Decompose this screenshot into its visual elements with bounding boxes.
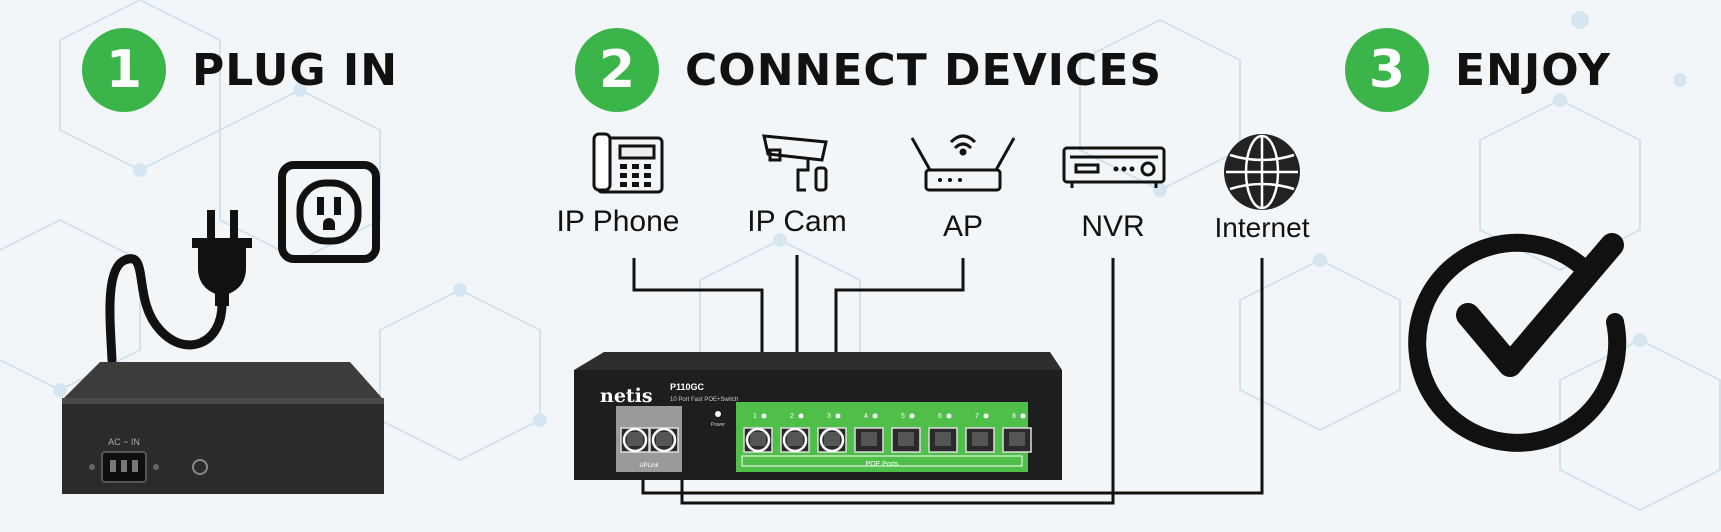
device-label-ip-cam: IP Cam: [747, 205, 847, 238]
power-unit-label: AC ~ IN: [108, 437, 140, 447]
poe-port-number: 2: [790, 413, 794, 420]
power-plug-icon: [192, 210, 252, 306]
connected-indicator-port-1: [745, 427, 771, 453]
power-cable: [105, 254, 227, 365]
uplink-label: UPLink: [639, 463, 659, 469]
connected-indicator-uplink-1: [622, 427, 648, 453]
ip-camera-icon: [762, 134, 828, 192]
poe-port-2: [780, 427, 810, 453]
poe-port-number: 8: [1012, 413, 1016, 420]
power-led-label: Power: [711, 422, 726, 428]
poe-switch-device: netis P110GC 10 Port Fast POE+Switch UPL…: [574, 352, 1062, 480]
device-label-nvr: NVR: [1081, 210, 1145, 243]
step-2-number-badge: 2: [575, 28, 659, 112]
poe-port-7: [965, 427, 995, 453]
poe-ports-label: POE Ports: [865, 461, 899, 468]
switch-model-label: P110GC: [670, 382, 705, 392]
poe-port-number: 1: [753, 413, 757, 420]
device-label-internet: Internet: [1214, 212, 1310, 243]
step-3-title: ENJOY: [1455, 44, 1611, 96]
step-3-header: 3 ENJOY: [1345, 28, 1611, 112]
step-1-header: 1 PLUG IN: [82, 28, 398, 112]
port-led-icon: [761, 413, 767, 419]
poe-port-5: [891, 427, 921, 453]
poe-port-4: [854, 427, 884, 453]
ground-screw-icon: [192, 459, 208, 475]
poe-port-number: 7: [975, 413, 979, 420]
connected-indicator-uplink-2: [651, 427, 677, 453]
port-led-icon: [909, 413, 915, 419]
access-point-icon: [910, 134, 1016, 192]
step-2-title: CONNECT DEVICES: [685, 44, 1163, 96]
port-led-icon: [1020, 413, 1026, 419]
poe-port-3: [817, 427, 847, 453]
step-1-title: PLUG IN: [192, 44, 399, 96]
step-3-number-badge: 3: [1345, 28, 1429, 112]
poe-port-number: 3: [827, 413, 831, 420]
power-unit-device: AC ~ IN: [62, 362, 384, 494]
poe-port-number: 5: [901, 413, 905, 420]
step-1-number-badge: 1: [82, 28, 166, 112]
device-label-ap: AP: [942, 210, 984, 243]
poe-port-number: 6: [938, 413, 942, 420]
power-led-icon: [715, 411, 721, 417]
switch-subtitle-label: 10 Port Fast POE+Switch: [670, 397, 738, 403]
port-led-icon: [946, 413, 952, 419]
port-led-icon: [798, 413, 804, 419]
connected-indicator-port-2: [782, 427, 808, 453]
step-2-header: 2 CONNECT DEVICES: [575, 28, 1162, 112]
poe-port-number: 4: [864, 413, 868, 420]
globe-icon: [1224, 134, 1300, 210]
poe-port-6: [928, 427, 958, 453]
switch-brand-logo: netis: [600, 385, 653, 407]
nvr-icon: [1062, 146, 1166, 188]
connected-indicator-port-3: [819, 427, 845, 453]
port-led-icon: [983, 413, 989, 419]
port-led-icon: [835, 413, 841, 419]
ip-phone-icon: [592, 132, 664, 194]
uplink-port-2: [649, 427, 679, 453]
device-label-ip-phone: IP Phone: [556, 205, 680, 238]
port-led-icon: [872, 413, 878, 419]
check-mark-icon: [1408, 233, 1627, 452]
poe-port-8: [1002, 427, 1032, 453]
power-outlet-icon: [278, 161, 380, 263]
